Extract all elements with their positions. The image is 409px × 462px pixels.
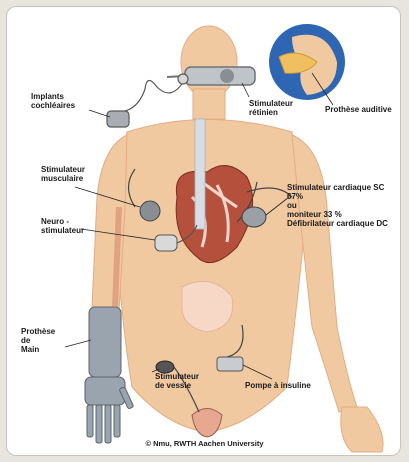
label-bladder-stimulator: Stimulateur de vessie — [155, 372, 199, 390]
diagram-frame: Implants cochléaires Stimulateur rétinie… — [6, 6, 401, 456]
label-neurostimulator: Neuro - stimulateur — [41, 217, 84, 235]
label-insulin-pump: Pompe à insuline — [245, 381, 311, 390]
neck — [193, 89, 225, 119]
cochlear-device — [107, 74, 188, 127]
image-credit: © Nmu, RWTH Aachen University — [7, 439, 401, 448]
bladder — [192, 409, 222, 438]
label-retinal-stimulator: Stimulateur rétinien — [249, 99, 293, 117]
label-cardiac-stimulator: Stimulateur cardiaque SC 67% ou moniteur… — [287, 183, 388, 228]
ear-inset — [269, 24, 345, 100]
label-cochlear-implants: Implants cochléaires — [31, 92, 75, 110]
forearm-muscle — [115, 207, 119, 307]
spine — [195, 119, 205, 229]
head — [181, 26, 237, 98]
right-arm — [292, 135, 357, 412]
label-hand-prosthesis: Prothèse de Main — [21, 327, 55, 354]
label-hearing-prosthesis: Prothèse auditive — [325, 105, 392, 114]
insulin-pump-device — [217, 357, 243, 371]
label-muscle-stimulator: Stimulateur musculaire — [41, 165, 85, 183]
